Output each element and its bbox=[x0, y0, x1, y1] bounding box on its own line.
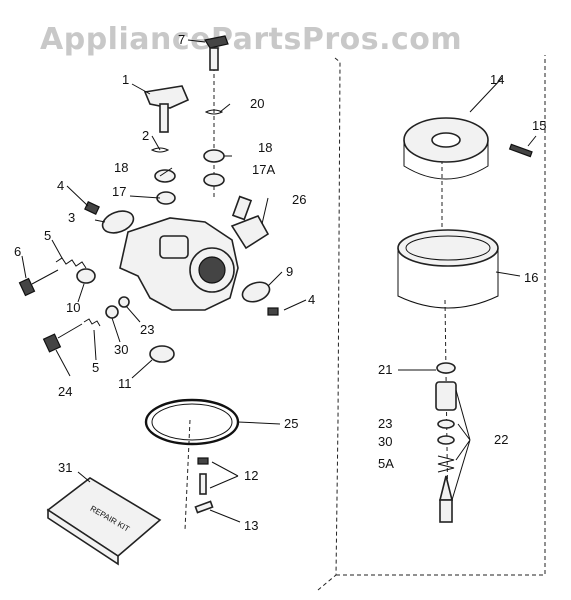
assembly-boundary bbox=[317, 55, 546, 591]
throttle-plate-part bbox=[101, 210, 135, 234]
callout-18-right: 18 bbox=[258, 140, 272, 155]
callout-23-right: 23 bbox=[378, 416, 392, 431]
callout-17: 17 bbox=[112, 184, 126, 199]
nut-21-part bbox=[436, 362, 456, 374]
callout-4-right: 4 bbox=[308, 292, 315, 307]
throttle-bracket-part bbox=[143, 85, 190, 133]
callout-4-left: 4 bbox=[57, 178, 64, 193]
callout-2: 2 bbox=[142, 128, 149, 143]
callout-10: 10 bbox=[66, 300, 80, 315]
float-cover-part bbox=[403, 117, 489, 180]
callout-18-left: 18 bbox=[114, 160, 128, 175]
callout-22: 22 bbox=[494, 432, 508, 447]
callout-23-left: 23 bbox=[140, 322, 154, 337]
body-22-part bbox=[435, 381, 457, 411]
float-bowl-part bbox=[397, 229, 499, 309]
washer-18-right-part bbox=[203, 149, 225, 163]
spring-part bbox=[204, 109, 224, 115]
screw-4-right-part bbox=[267, 307, 279, 316]
needle-22-part bbox=[438, 475, 454, 523]
spring-5a-part bbox=[437, 455, 455, 473]
callout-25: 25 bbox=[284, 416, 298, 431]
watermark: AppliancePartsPros.com bbox=[40, 22, 463, 57]
spring-2-part bbox=[150, 147, 170, 153]
callout-30-left: 30 bbox=[114, 342, 128, 357]
callout-11: 11 bbox=[118, 376, 132, 391]
callout-12: 12 bbox=[244, 468, 258, 483]
callout-31: 31 bbox=[58, 460, 72, 475]
fuel-inlet-part bbox=[230, 195, 270, 250]
callout-17a: 17A bbox=[252, 162, 275, 177]
choke-shaft-part bbox=[204, 35, 229, 71]
bowl-gasket-part bbox=[144, 398, 240, 446]
seal-30-part bbox=[105, 305, 119, 319]
needle-valve-part bbox=[42, 318, 101, 353]
carburetor-body-part bbox=[119, 217, 239, 311]
callout-1: 1 bbox=[122, 72, 129, 87]
seal-30-right-part bbox=[437, 435, 455, 445]
callout-6: 6 bbox=[14, 244, 21, 259]
spring-5-left-part bbox=[55, 257, 87, 269]
callout-5-lower: 5 bbox=[92, 360, 99, 375]
callout-21: 21 bbox=[378, 362, 392, 377]
center-axis-left bbox=[184, 60, 215, 531]
callout-30-right: 30 bbox=[378, 434, 392, 449]
callout-14: 14 bbox=[490, 72, 504, 87]
washer-23-part bbox=[118, 296, 130, 308]
callout-20: 20 bbox=[250, 96, 264, 111]
welch-plug-part bbox=[149, 345, 175, 363]
pin-15-part bbox=[508, 143, 533, 158]
callout-26: 26 bbox=[292, 192, 306, 207]
repair-kit-part: REPAIR KIT bbox=[46, 477, 162, 566]
plug-10-part bbox=[76, 268, 96, 284]
washer-18-left-part bbox=[154, 169, 176, 183]
pin-13-part bbox=[194, 500, 214, 514]
callout-16: 16 bbox=[524, 270, 538, 285]
leader-lines bbox=[21, 39, 537, 523]
callout-15: 15 bbox=[532, 118, 546, 133]
plate-9-part bbox=[241, 281, 271, 303]
callout-9: 9 bbox=[286, 264, 293, 279]
callout-7: 7 bbox=[178, 32, 185, 47]
callout-24: 24 bbox=[58, 384, 72, 399]
idle-screw-part bbox=[18, 269, 59, 297]
callout-13: 13 bbox=[244, 518, 258, 533]
bowl-bolt-part bbox=[197, 457, 209, 495]
seal-17a-part bbox=[203, 173, 225, 187]
callout-5a: 5A bbox=[378, 456, 394, 471]
callout-5-left: 5 bbox=[44, 228, 51, 243]
washer-23-right-part bbox=[437, 419, 455, 429]
callout-3: 3 bbox=[68, 210, 75, 225]
screw-4-left-part bbox=[84, 201, 100, 215]
